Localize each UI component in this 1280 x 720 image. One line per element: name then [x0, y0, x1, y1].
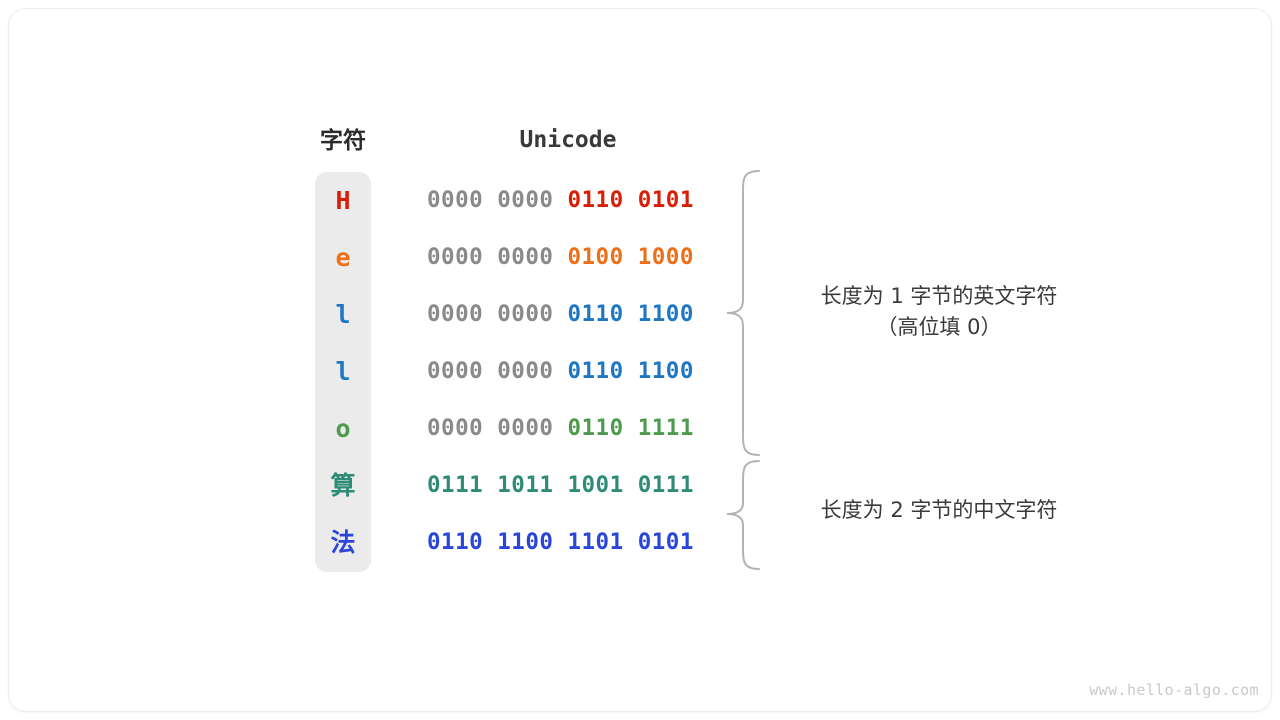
binary-code-bits: 0110 1100 1101 0101: [427, 529, 694, 555]
unicode-binary-row: 0000 0000 0110 1100: [427, 286, 709, 343]
brace-chinese-group: [726, 460, 760, 570]
binary-code-bits: 0110 1100: [567, 301, 694, 327]
binary-padding-bits: 0000 0000: [427, 244, 568, 270]
unicode-binary-row: 0111 1011 1001 0111: [427, 457, 709, 514]
binary-padding-bits: 0000 0000: [427, 415, 568, 441]
binary-padding-bits: 0000 0000: [427, 301, 568, 327]
binary-code-bits: 0111 1011 1001 0111: [427, 472, 694, 498]
brace-english-group: [726, 170, 760, 456]
binary-code-bits: 0110 1100: [567, 358, 694, 384]
unicode-binary-row: 0000 0000 0100 1000: [427, 229, 709, 286]
annotation-english-bytes: 长度为 1 字节的英文字符 （高位填 0）: [820, 284, 1058, 339]
character-cell: l: [335, 357, 351, 386]
character-cell: o: [335, 414, 351, 443]
unicode-binary-row: 0000 0000 0110 0101: [427, 172, 709, 229]
column-header-unicode: Unicode: [519, 127, 617, 153]
character-cell: e: [335, 243, 351, 272]
column-header-character: 字符: [320, 127, 366, 153]
watermark: www.hello-algo.com: [1089, 681, 1259, 699]
annotation-chinese-bytes: 长度为 2 字节的中文字符: [820, 498, 1058, 522]
character-cell: l: [335, 300, 351, 329]
character-cell: H: [335, 186, 351, 215]
binary-code-bits: 0100 1000: [567, 244, 694, 270]
character-cell: 法: [330, 528, 356, 557]
binary-padding-bits: 0000 0000: [427, 187, 568, 213]
character-cell: 算: [330, 471, 356, 500]
unicode-binary-row: 0000 0000 0110 1100: [427, 343, 709, 400]
unicode-binary-row: 0000 0000 0110 1111: [427, 400, 709, 457]
binary-padding-bits: 0000 0000: [427, 358, 568, 384]
binary-code-bits: 0110 1111: [567, 415, 694, 441]
unicode-binary-row: 0110 1100 1101 0101: [427, 514, 709, 571]
binary-code-bits: 0110 0101: [567, 187, 694, 213]
